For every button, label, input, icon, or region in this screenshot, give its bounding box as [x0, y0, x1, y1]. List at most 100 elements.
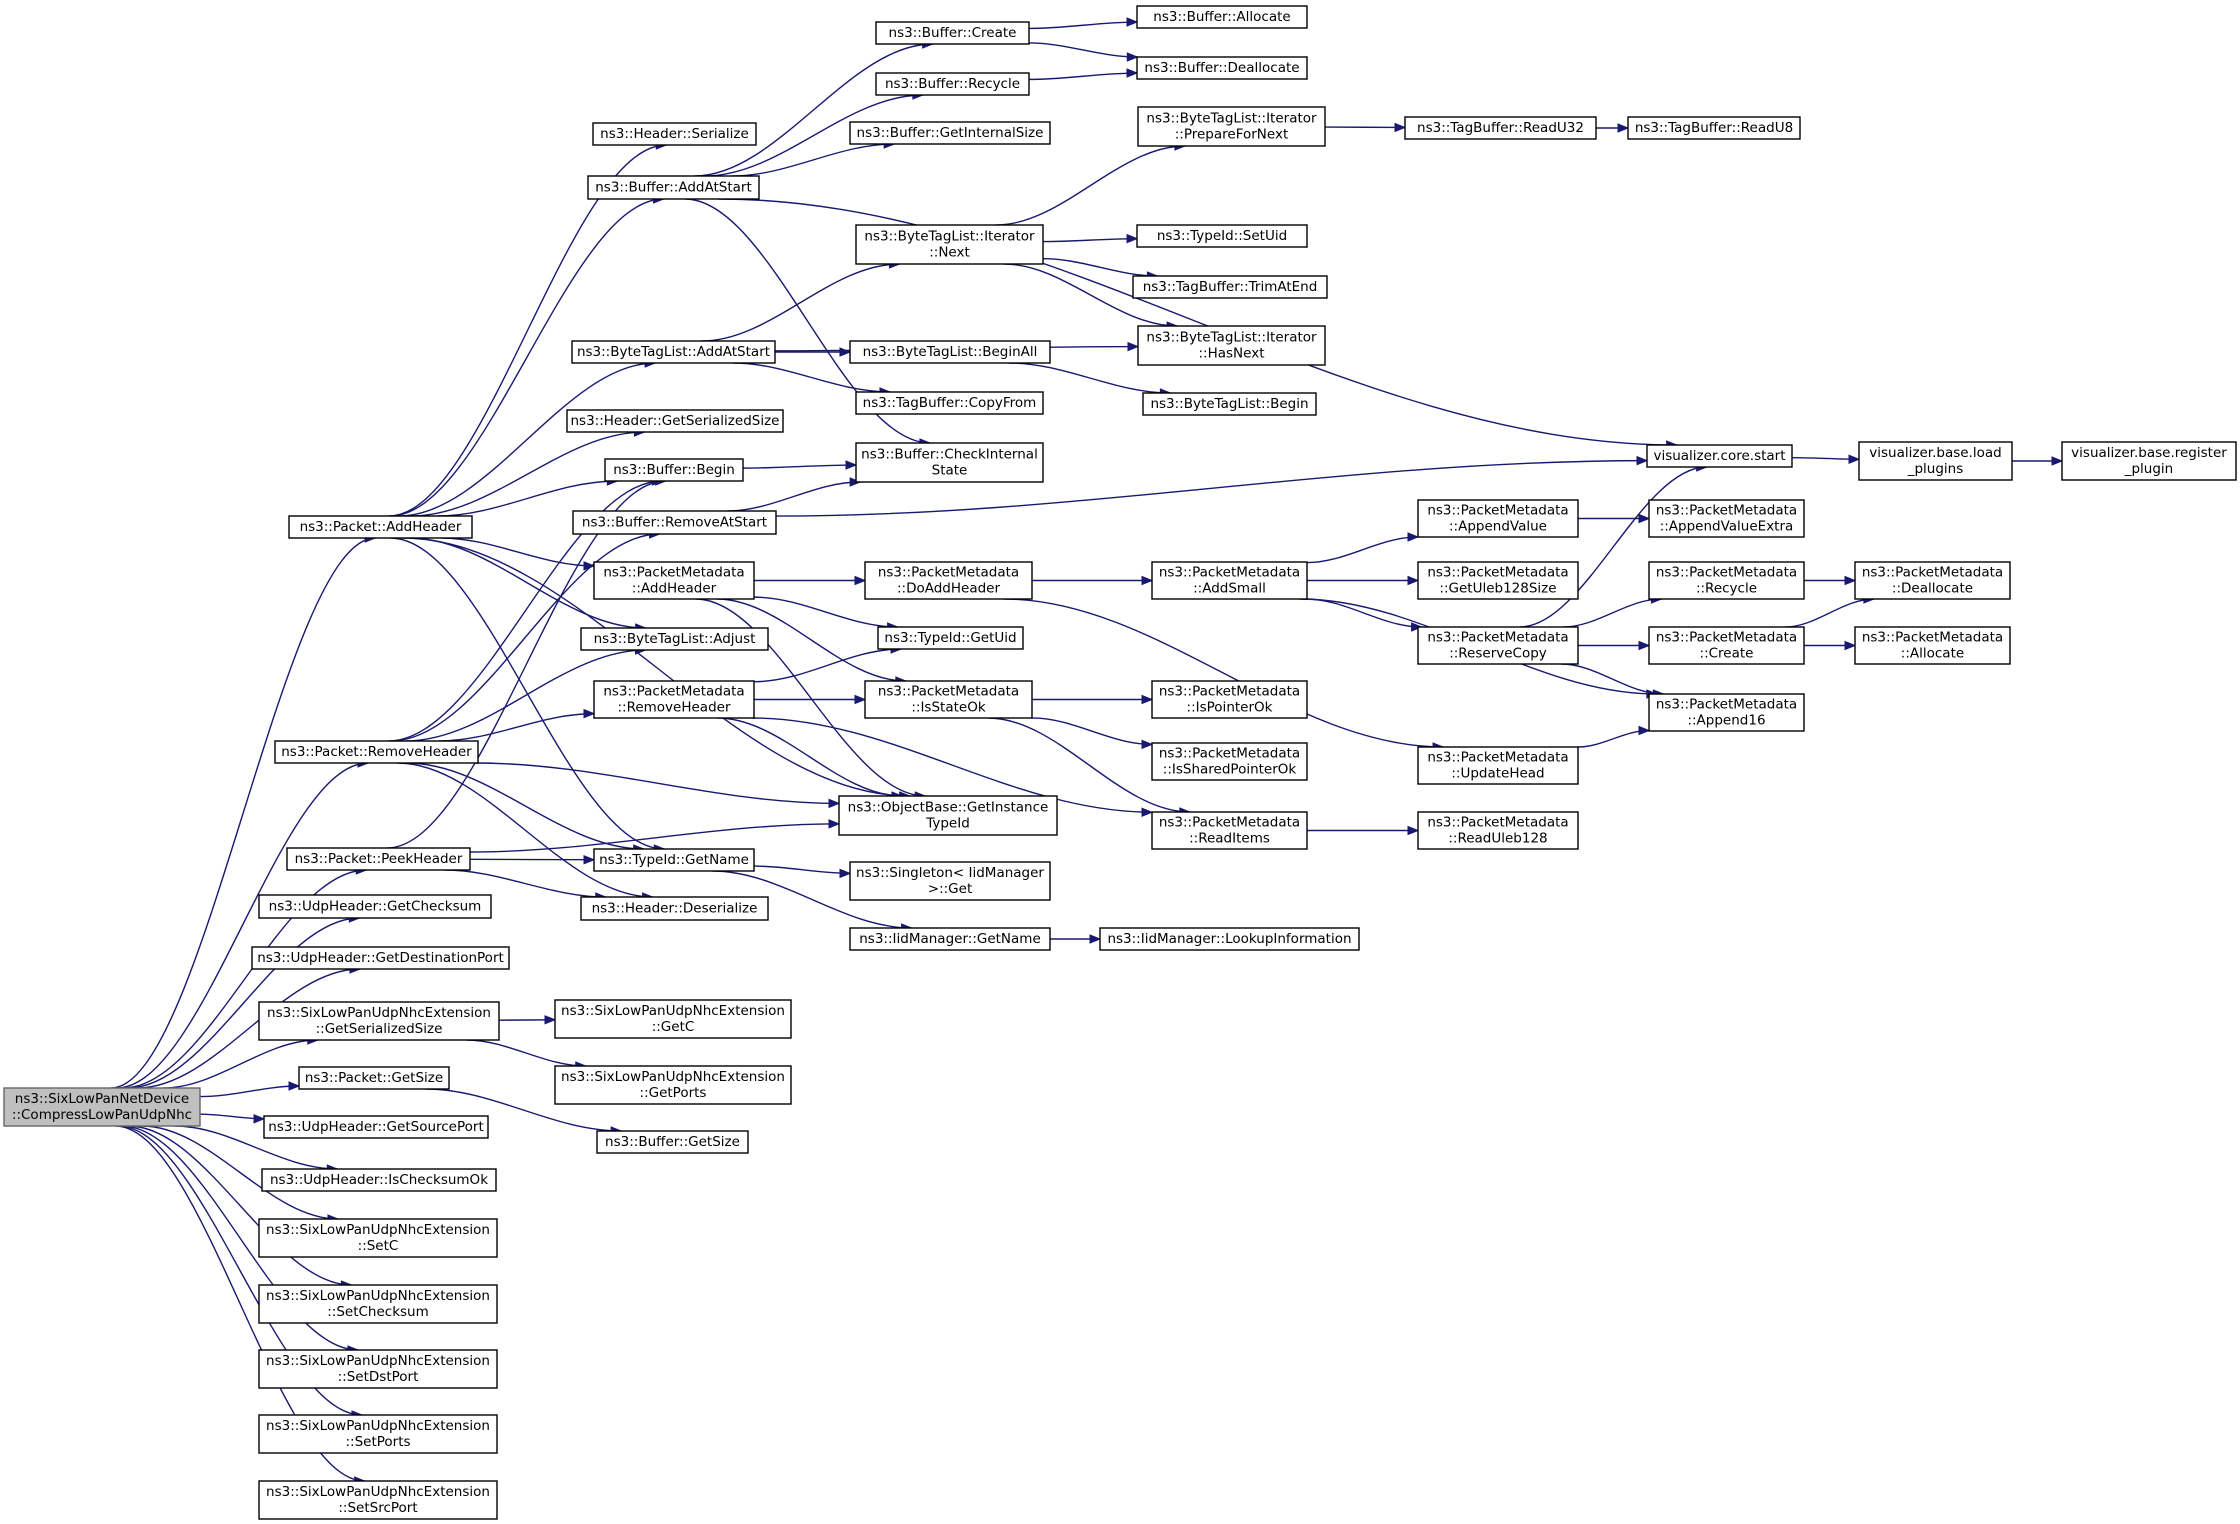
node-box — [1417, 746, 1579, 785]
call-edge-n2-n23 — [438, 712, 595, 742]
node-ns3-packet-addheader[interactable]: ns3::Packet::AddHeader — [288, 515, 473, 539]
node-ns3-sixlowpanudpnhcextension-setsrcport[interactable]: ns3::SixLowPanUdpNhcExtension::SetSrcPor… — [258, 1480, 498, 1520]
node-ns3-sixlowpanudpnhcextension-getserializedsize[interactable]: ns3::SixLowPanUdpNhcExtension::GetSerial… — [258, 1001, 500, 1041]
node-ns3-bytetaglist-begin[interactable]: ns3::ByteTagList::Begin — [1142, 392, 1317, 416]
node-ns3-buffer-removeatstart[interactable]: ns3::Buffer::RemoveAtStart — [572, 510, 777, 535]
node-box — [855, 442, 1044, 483]
node-ns3-buffer-create[interactable]: ns3::Buffer::Create — [875, 21, 1030, 45]
node-ns3-typeid-setuid[interactable]: ns3::TypeId::SetUid — [1136, 224, 1308, 248]
node-ns3-udpheader-getchecksum[interactable]: ns3::UdpHeader::GetChecksum — [258, 894, 492, 919]
arrowhead-n59-n65 — [1638, 640, 1651, 651]
node-ns3-bytetaglist-adjust[interactable]: ns3::ByteTagList::Adjust — [580, 627, 769, 651]
node-ns3-packetmetadata-addheader[interactable]: ns3::PacketMetadata::AddHeader — [593, 561, 755, 600]
call-edge-n16-n35 — [685, 198, 930, 444]
node-ns3-sixlowpanudpnhcextension-getc[interactable]: ns3::SixLowPanUdpNhcExtension::GetC — [554, 999, 792, 1039]
node-ns3-packetmetadata-updatehead[interactable]: ns3::PacketMetadata::UpdateHead — [1417, 746, 1579, 785]
node-ns3-sixlowpanudpnhcextension-setports[interactable]: ns3::SixLowPanUdpNhcExtension::SetPorts — [258, 1414, 498, 1454]
node-label: ::SetChecksum — [327, 1304, 429, 1320]
node-ns3-packetmetadata-deallocate[interactable]: ns3::PacketMetadata::Deallocate — [1854, 561, 2011, 600]
node-box — [1854, 561, 2011, 600]
node-visualizer-base-load-plugins[interactable]: visualizer.base.load_plugins — [1858, 441, 2013, 481]
node-ns3-tagbuffer-copyfrom[interactable]: ns3::TagBuffer::CopyFrom — [855, 391, 1044, 415]
node-ns3-packetmetadata-reservecopy[interactable]: ns3::PacketMetadata::ReserveCopy — [1417, 626, 1579, 665]
call-edge-n30-n43 — [1028, 72, 1138, 81]
node-label: ns3::PacketMetadata — [1159, 684, 1300, 700]
node-ns3-packetmetadata-readuleb128[interactable]: ns3::PacketMetadata::ReadUleb128 — [1417, 811, 1579, 850]
node-ns3-iidmanager-lookupinformation[interactable]: ns3::IidManager::LookupInformation — [1099, 927, 1360, 951]
node-ns3-packetmetadata-addsmall[interactable]: ns3::PacketMetadata::AddSmall — [1151, 561, 1308, 600]
node-ns3-tagbuffer-readu8[interactable]: ns3::TagBuffer::ReadU8 — [1627, 116, 1801, 140]
node-label: ns3::Buffer::AddAtStart — [595, 180, 752, 196]
node-ns3-packet-peekheader[interactable]: ns3::Packet::PeekHeader — [286, 847, 471, 871]
node-ns3-packetmetadata-issharedpointerok[interactable]: ns3::PacketMetadata::IsSharedPointerOk — [1151, 742, 1308, 781]
node-ns3-header-deserialize[interactable]: ns3::Header::Deserialize — [580, 896, 769, 921]
node-ns3-iidmanager-getname[interactable]: ns3::IidManager::GetName — [849, 927, 1051, 951]
node-ns3-packetmetadata-append16[interactable]: ns3::PacketMetadata::Append16 — [1648, 693, 1805, 732]
node-ns3-packetmetadata-appendvalueextra[interactable]: ns3::PacketMetadata::AppendValueExtra — [1648, 499, 1805, 538]
call-edge-n20-n35 — [727, 481, 861, 512]
node-ns3-sixlowpanudpnhcextension-getports[interactable]: ns3::SixLowPanUdpNhcExtension::GetPorts — [554, 1065, 792, 1105]
node-ns3-header-serialize[interactable]: ns3::Header::Serialize — [592, 122, 757, 146]
node-ns3-sixlowpanudpnhcextension-setdstport[interactable]: ns3::SixLowPanUdpNhcExtension::SetDstPor… — [258, 1349, 498, 1389]
node-label: ns3::Header::Serialize — [600, 126, 749, 142]
node-ns3-udpheader-ischecksumok[interactable]: ns3::UdpHeader::IsChecksumOk — [261, 1168, 497, 1192]
node-ns3-packetmetadata-recycle[interactable]: ns3::PacketMetadata::Recycle — [1648, 561, 1805, 600]
node-ns3-buffer-begin[interactable]: ns3::Buffer::Begin — [604, 458, 744, 482]
node-box — [864, 561, 1033, 600]
call-edge-n1-n18 — [411, 431, 645, 517]
node-ns3-packet-getsize[interactable]: ns3::Packet::GetSize — [298, 1066, 450, 1090]
node-ns3-sixlowpanudpnhcextension-setc[interactable]: ns3::SixLowPanUdpNhcExtension::SetC — [258, 1218, 498, 1258]
node-ns3-tagbuffer-readu32[interactable]: ns3::TagBuffer::ReadU32 — [1404, 116, 1597, 140]
node-ns3-buffer-getinternalsize[interactable]: ns3::Buffer::GetInternalSize — [849, 121, 1051, 145]
call-edge-n0-n1 — [111, 537, 376, 1089]
node-ns3-packetmetadata-readitems[interactable]: ns3::PacketMetadata::ReadItems — [1151, 811, 1308, 850]
node-ns3-packetmetadata-appendvalue[interactable]: ns3::PacketMetadata::AppendValue — [1417, 499, 1579, 538]
node-ns3-udpheader-getsourceport[interactable]: ns3::UdpHeader::GetSourcePort — [263, 1115, 489, 1139]
node-ns3-buffer-allocate[interactable]: ns3::Buffer::Allocate — [1136, 5, 1308, 29]
node-ns3-packet-removeheader[interactable]: ns3::Packet::RemoveHeader — [274, 740, 479, 764]
node-ns3-buffer-addatstart[interactable]: ns3::Buffer::AddAtStart — [587, 175, 760, 200]
node-ns3-packetmetadata-create[interactable]: ns3::PacketMetadata::Create — [1648, 626, 1805, 665]
node-label: ns3::Buffer::Begin — [613, 462, 735, 478]
node-ns3-buffer-deallocate[interactable]: ns3::Buffer::Deallocate — [1136, 56, 1308, 80]
node-label: ns3::PacketMetadata — [603, 565, 744, 581]
node-label: ns3::UdpHeader::GetSourcePort — [268, 1119, 484, 1135]
node-ns3-singleton-iidmanager-get[interactable]: ns3::Singleton< IidManager >::Get — [849, 861, 1051, 901]
node-ns3-bytetaglist-iterator-next[interactable]: ns3::ByteTagList::Iterator::Next — [855, 224, 1044, 265]
node-label: ns3::TypeId::GetUid — [884, 630, 1016, 646]
node-box — [592, 122, 757, 146]
node-ns3-bytetaglist-addatstart[interactable]: ns3::ByteTagList::AddAtStart — [571, 340, 776, 364]
node-label: ns3::ObjectBase::GetInstance — [848, 800, 1049, 816]
node-ns3-tagbuffer-trimatend[interactable]: ns3::TagBuffer::TrimAtEnd — [1132, 275, 1328, 299]
node-ns3-header-getserializedsize[interactable]: ns3::Header::GetSerializedSize — [566, 409, 784, 433]
arrowhead-n20-n56 — [1636, 455, 1649, 466]
node-ns3-buffer-recycle[interactable]: ns3::Buffer::Recycle — [875, 72, 1030, 96]
arrowhead-n65-n69 — [1844, 640, 1857, 651]
node-box — [1648, 626, 1805, 665]
node-ns3-packetmetadata-isstateok[interactable]: ns3::PacketMetadata::IsStateOk — [864, 680, 1033, 719]
node-ns3-typeid-getuid[interactable]: ns3::TypeId::GetUid — [877, 626, 1024, 650]
node-visualizer-base-register-plugin[interactable]: visualizer.base.register_plugin — [2061, 441, 2237, 481]
node-ns3-packetmetadata-getuleb128size[interactable]: ns3::PacketMetadata::GetUleb128Size — [1417, 561, 1579, 600]
node-ns3-packetmetadata-removeheader[interactable]: ns3::PacketMetadata::RemoveHeader — [593, 680, 755, 719]
node-ns3-packetmetadata-ispointerok[interactable]: ns3::PacketMetadata::IsPointerOk — [1151, 680, 1308, 719]
arrowhead-n17-n33 — [839, 347, 852, 357]
node-ns3-sixlowpanudpnhcextension-setchecksum[interactable]: ns3::SixLowPanUdpNhcExtension::SetChecks… — [258, 1284, 498, 1324]
call-edge-n16-n29 — [694, 43, 933, 177]
call-edge-n1-n16 — [389, 198, 664, 517]
node-ns3-packetmetadata-allocate[interactable]: ns3::PacketMetadata::Allocate — [1854, 626, 2011, 665]
node-ns3-typeid-getname[interactable]: ns3::TypeId::GetName — [593, 848, 755, 872]
node-ns3-packetmetadata-doaddheader[interactable]: ns3::PacketMetadata::DoAddHeader — [864, 561, 1033, 600]
node-ns3-bytetaglist-iterator-hasnext[interactable]: ns3::ByteTagList::Iterator::HasNext — [1137, 325, 1326, 366]
node-ns3-udpheader-getdestinationport[interactable]: ns3::UdpHeader::GetDestinationPort — [251, 946, 510, 970]
node-visualizer-core-start[interactable]: visualizer.core.start — [1646, 444, 1793, 468]
node-ns3-bytetaglist-beginall[interactable]: ns3::ByteTagList::BeginAll — [849, 340, 1051, 364]
node-ns3-buffer-getsize[interactable]: ns3::Buffer::GetSize — [596, 1130, 749, 1154]
node-ns3-bytetaglist-iterator-preparefornext[interactable]: ns3::ByteTagList::Iterator::PrepareForNe… — [1137, 106, 1326, 147]
call-edge-n32-n44 — [996, 145, 1185, 226]
node-ns3-sixlowpannetdevice-compresslowpanudpnhc[interactable]: ns3::SixLowPanNetDevice::CompressLowPanU… — [3, 1087, 201, 1127]
node-box — [593, 848, 755, 872]
node-label: ::GetSerializedSize — [316, 1021, 443, 1037]
